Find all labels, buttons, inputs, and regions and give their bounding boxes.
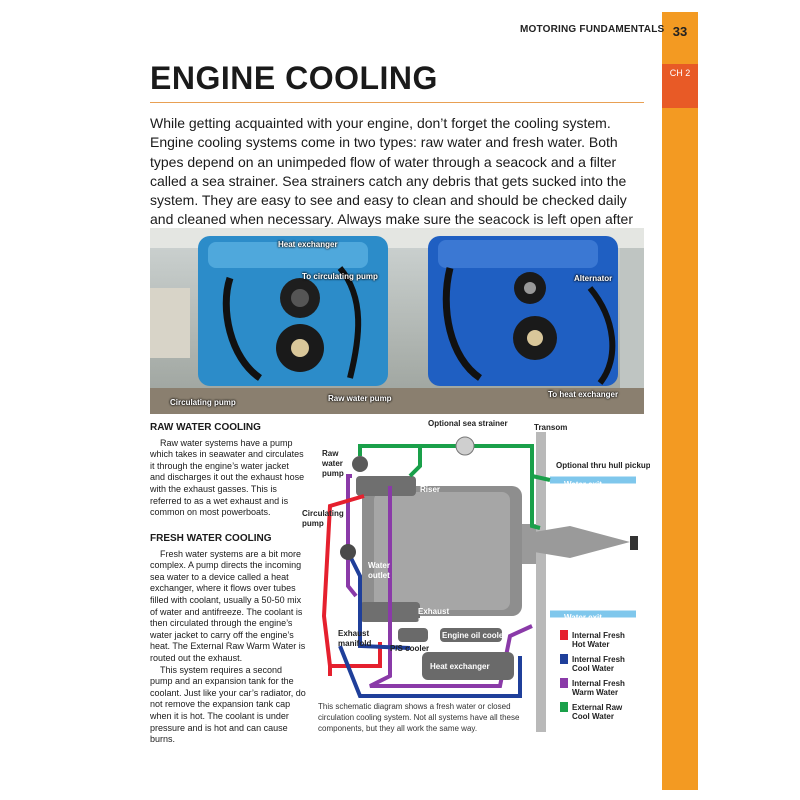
engine-photo-image	[150, 228, 644, 414]
label-water-exit-top: Water exit	[564, 480, 602, 489]
running-header: MOTORING FUNDAMENTALS	[520, 24, 665, 35]
label-exhaust-riser-bottom-2: Riser	[418, 617, 438, 626]
engine-photo: Heat exchanger To circulating pump Alter…	[150, 228, 644, 414]
label-exhaust-riser-top-1: Exhaust	[420, 475, 451, 484]
exhaust-riser-top	[356, 476, 416, 496]
label-heat-exchanger: Heat exchanger	[430, 662, 490, 671]
raw-water-body: Raw water systems have a pump which take…	[150, 437, 305, 518]
legend-swatch-raw	[560, 702, 568, 712]
oil-cooler-unit	[440, 628, 502, 642]
title-divider	[150, 102, 644, 103]
legend-cool-line1: Internal Fresh	[572, 655, 625, 664]
label-engine-oil-cooler: Engine oil cooler	[442, 631, 506, 640]
label-optional-sea-strainer: Optional sea strainer	[428, 419, 508, 428]
label-exhaust-manifold-2: manifold	[338, 639, 371, 648]
chapter-sidebar	[662, 12, 698, 790]
raw-cool-water-line	[358, 444, 551, 530]
fresh-hot-water-line	[321, 494, 382, 676]
cooling-schematic: Optional sea strainer Transom Raw water …	[300, 416, 651, 738]
circulating-pump-icon	[340, 544, 356, 560]
photo-label-to-heat-exchanger: To heat exchanger	[548, 390, 619, 399]
chapter-tab: CH 2	[662, 64, 698, 108]
fresh-cool-water-line	[338, 555, 522, 698]
legend-warm-line1: Internal Fresh	[572, 679, 625, 688]
fresh-water-body-2: This system requires a second pump and a…	[150, 664, 306, 745]
label-exhaust-riser-top-2: Riser	[420, 485, 440, 494]
drive-shaft	[522, 526, 630, 558]
diagram-legend: Internal Fresh Hot Water Internal Fresh …	[560, 630, 625, 721]
label-raw-water-pump-2: water	[321, 459, 343, 468]
legend-swatch-warm	[560, 678, 568, 688]
label-circulating-pump-1: Circulating	[302, 509, 344, 518]
photo-label-alternator: Alternator	[574, 274, 613, 283]
label-ps-cooler: P/S cooler	[390, 644, 429, 653]
raw-water-heading: RAW WATER COOLING	[150, 422, 261, 433]
page-title: ENGINE COOLING	[150, 60, 438, 96]
legend-swatch-hot	[560, 630, 568, 640]
label-raw-water-pump-3: pump	[322, 469, 344, 478]
label-raw-water-pump-1: Raw	[322, 449, 339, 458]
photo-label-to-circulating-pump: To circulating pump	[302, 272, 378, 281]
fresh-water-heading: FRESH WATER COOLING	[150, 533, 272, 544]
sea-strainer	[455, 436, 475, 456]
raw-water-section: RAW WATER COOLING Raw water systems have…	[150, 422, 306, 519]
legend-warm-line2: Warm Water	[572, 688, 618, 697]
photo-label-raw-water-pump: Raw water pump	[328, 394, 392, 403]
label-transom: Transom	[534, 423, 567, 432]
fresh-water-section: FRESH WATER COOLING Fresh water systems …	[150, 533, 306, 746]
legend-hot-line2: Hot Water	[572, 640, 609, 649]
label-water-exit-bottom: Water exit	[564, 613, 602, 622]
fresh-water-body-1: Fresh water systems are a bit more compl…	[150, 548, 306, 663]
transom-wall	[536, 432, 546, 732]
heat-exchanger-unit	[422, 652, 514, 680]
raw-water-pump-icon	[352, 456, 368, 472]
label-exhaust-manifold-1: Exhaust	[338, 629, 369, 638]
propeller	[630, 536, 638, 550]
label-optional-thru-hull: Optional thru hull pickup	[556, 461, 650, 470]
fresh-warm-water-line	[346, 474, 533, 688]
legend-raw-line2: Cool Water	[572, 712, 614, 721]
page-number: 33	[672, 23, 688, 39]
label-water-outlet-1: Water	[368, 561, 390, 570]
legend-swatch-cool	[560, 654, 568, 664]
photo-label-heat-exchanger: Heat exchanger	[278, 240, 338, 249]
label-water-outlet-2: outlet	[368, 571, 390, 580]
diagram-caption: This schematic diagram shows a fresh wat…	[318, 702, 520, 733]
label-circulating-pump-2: pump	[302, 519, 324, 528]
legend-hot-line1: Internal Fresh	[572, 631, 625, 640]
label-exhaust-riser-bottom-1: Exhaust	[418, 607, 449, 616]
ps-cooler-unit	[398, 628, 428, 642]
cooling-schematic-svg: Optional sea strainer Transom Raw water …	[302, 419, 651, 732]
photo-label-circulating-pump: Circulating pump	[170, 398, 236, 407]
legend-raw-line1: External Raw	[572, 703, 623, 712]
legend-cool-line2: Cool Water	[572, 664, 614, 673]
